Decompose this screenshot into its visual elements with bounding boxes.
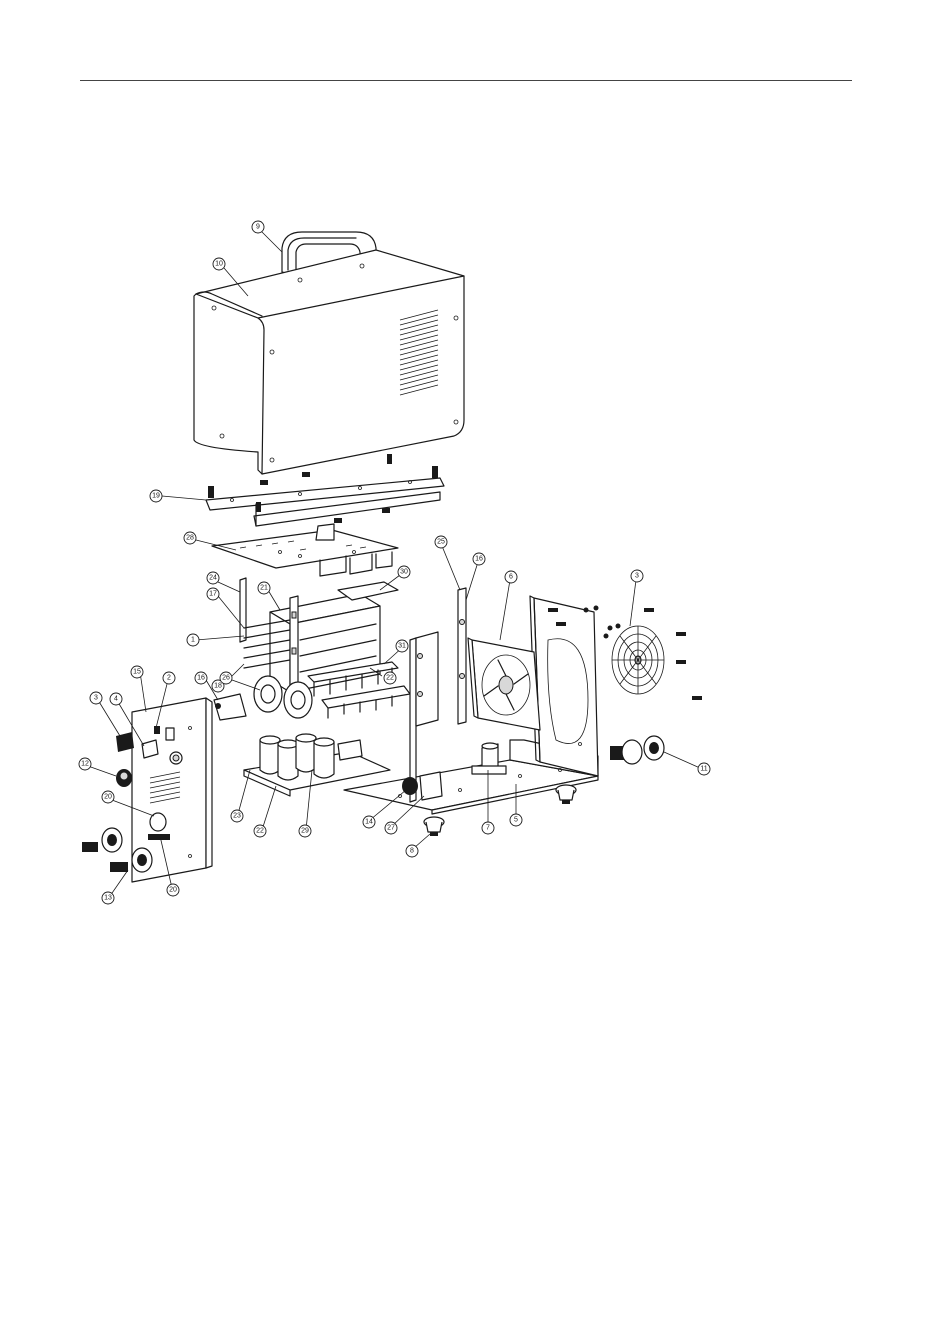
svg-text:19: 19: [152, 493, 160, 500]
callout-cable-socket-right: 20: [167, 884, 179, 896]
callout-fan-guard: 3: [631, 570, 643, 582]
callout-control-board: 28: [184, 532, 196, 544]
svg-text:9: 9: [256, 224, 260, 231]
control-board-part: [212, 524, 398, 576]
callout-gas-connector: 20: [102, 791, 114, 803]
svg-text:12: 12: [81, 761, 89, 768]
callout-rectifier-bridge: 31: [396, 640, 408, 652]
svg-text:7: 7: [486, 825, 490, 832]
svg-text:25: 25: [437, 539, 445, 546]
svg-text:21: 21: [260, 585, 268, 592]
svg-text:8: 8: [410, 848, 414, 855]
svg-text:11: 11: [700, 766, 707, 773]
callout-capacitor-mount: 23: [231, 810, 243, 822]
svg-text:18: 18: [214, 683, 222, 690]
callout-side-post: 25: [435, 536, 447, 548]
callout-rear-gland: 11: [698, 763, 710, 775]
rear-gland-part: [610, 736, 664, 764]
callout-cover-rail: 19: [150, 490, 162, 502]
callout-front-panel: 15: [131, 666, 143, 678]
svg-text:6: 6: [509, 574, 513, 581]
svg-text:30: 30: [400, 569, 408, 576]
fan-guard-part: [612, 608, 702, 700]
svg-text:16: 16: [475, 556, 483, 563]
svg-text:28: 28: [186, 535, 194, 542]
callout-terminal-plate: 27: [385, 822, 397, 834]
callout-transformer-ring: 26: [220, 672, 232, 684]
callout-heatsink-fins: 17: [207, 588, 219, 600]
callout-side-post-2: 16: [473, 553, 485, 565]
svg-text:26: 26: [222, 675, 230, 682]
svg-text:15: 15: [133, 669, 141, 676]
svg-text:23: 23: [233, 813, 241, 820]
svg-text:22: 22: [256, 828, 264, 835]
svg-text:4: 4: [114, 696, 118, 703]
svg-text:5: 5: [514, 817, 518, 824]
cooling-fan-part: [468, 638, 540, 730]
callout-top-cover: 10: [213, 258, 225, 270]
svg-text:2: 2: [167, 675, 171, 682]
rear-panel-part: [530, 596, 621, 776]
callout-diode-module: 22: [384, 672, 396, 684]
callout-handle: 9: [252, 221, 264, 233]
svg-text:31: 31: [398, 643, 406, 650]
callout-power-switch: 3: [90, 692, 102, 704]
callout-foot-front: 8: [406, 845, 418, 857]
callout-panel-knob: 12: [79, 758, 91, 770]
callout-base-board: 22: [254, 825, 266, 837]
top-cover-part: [194, 250, 464, 474]
svg-text:20: 20: [104, 794, 112, 801]
svg-text:14: 14: [365, 819, 373, 826]
svg-text:27: 27: [387, 825, 395, 832]
svg-text:24: 24: [209, 575, 217, 582]
callout-heatsink-fins-lower: 1: [187, 634, 199, 646]
svg-text:22: 22: [386, 675, 394, 682]
callout-cooling-fan: 6: [505, 571, 517, 583]
capacitors: [260, 734, 334, 780]
callout-electrolytic-caps: 29: [299, 825, 311, 837]
callout-chassis-base: 5: [510, 814, 522, 826]
callout-cable-socket-left: 13: [102, 892, 114, 904]
callout-insulation-sheet: 30: [398, 566, 410, 578]
callout-heatsink-housing: 21: [258, 582, 270, 594]
callout-heatsink-bracket: 24: [207, 572, 219, 584]
svg-text:29: 29: [301, 828, 309, 835]
svg-text:3: 3: [94, 695, 98, 702]
svg-text:3: 3: [635, 573, 639, 580]
solenoid-valve-part: [472, 743, 506, 774]
svg-text:17: 17: [209, 591, 217, 598]
svg-text:10: 10: [215, 261, 223, 268]
callout-indicator-lamp: 4: [110, 693, 122, 705]
cover-rail-part: [206, 454, 444, 526]
knob-part: [116, 769, 132, 787]
svg-text:13: 13: [104, 895, 112, 902]
callout-solenoid-valve: 7: [482, 822, 494, 834]
callout-cable-gland: 14: [363, 816, 375, 828]
svg-text:1: 1: [191, 637, 195, 644]
callout-panel-switch: 2: [163, 672, 175, 684]
svg-text:20: 20: [169, 887, 177, 894]
callout-adjust-knob: 16: [195, 672, 207, 684]
svg-text:16: 16: [197, 675, 205, 682]
